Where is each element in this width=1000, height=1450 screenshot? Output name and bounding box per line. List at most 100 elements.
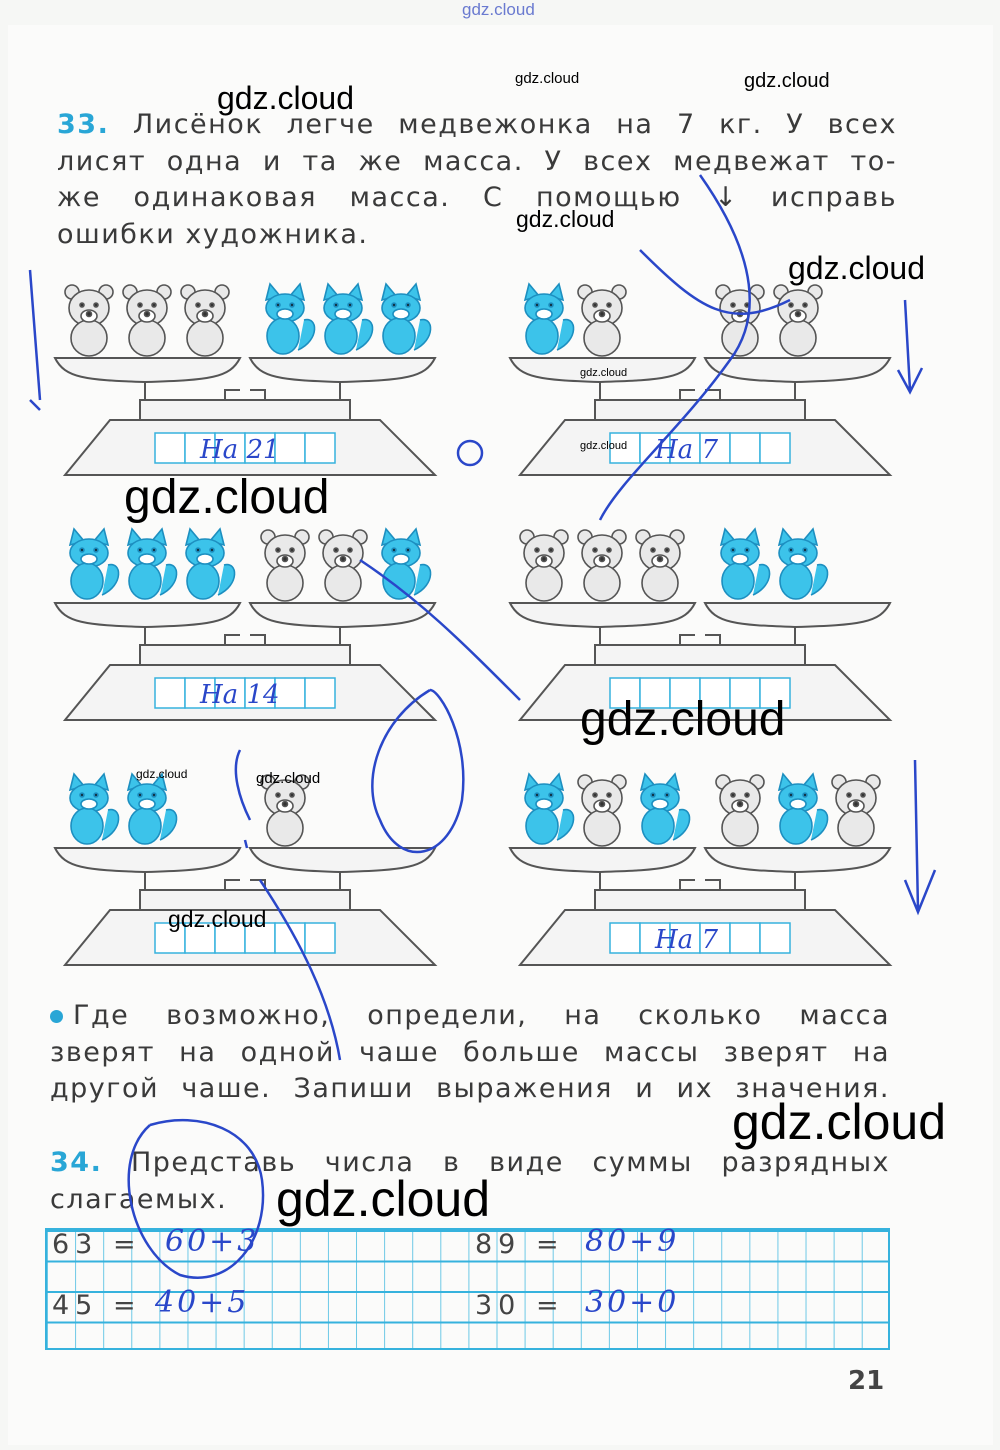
display-cell	[759, 432, 791, 464]
fox-cub-icon	[322, 282, 374, 355]
balance-scale-5	[50, 760, 450, 970]
text-line: Где возможно, определи, на сколько масса	[73, 1000, 890, 1031]
watermark: gdz.cloud	[580, 367, 628, 379]
fox-cub-icon	[126, 772, 178, 845]
fox-cub-icon	[719, 527, 771, 600]
left-pan	[53, 602, 242, 629]
scale-answer: На 7	[654, 435, 718, 465]
display-cell	[184, 432, 216, 464]
fox-cub-icon	[68, 772, 120, 845]
fox-cub-icon	[777, 527, 829, 600]
fox-cub-icon	[126, 527, 178, 600]
balance-scale-2: На 7	[505, 270, 905, 480]
watermark: gdz.cloud	[276, 1171, 491, 1227]
answer-89: 80+9	[585, 1224, 680, 1259]
display-cell	[154, 677, 186, 709]
bear-cub-icon	[577, 529, 627, 602]
fox-cub-icon	[68, 527, 120, 600]
header-watermark: gdz.cloud	[462, 0, 535, 19]
bear-cub-icon	[635, 529, 685, 602]
bear-cub-icon	[180, 284, 230, 357]
bear-cub-icon	[577, 284, 627, 357]
watermark: gdz.cloud	[217, 80, 354, 116]
watermark: gdz.cloud	[124, 471, 330, 524]
fox-cub-icon	[523, 282, 575, 355]
left-pan	[508, 847, 697, 874]
fox-cub-icon	[380, 527, 432, 600]
display-cell	[214, 922, 246, 954]
task-33-text: 33. Лисёнок легче медвежонка на 7 кг. У …	[57, 107, 897, 253]
page-number: 21	[848, 1366, 885, 1396]
fox-cub-icon	[184, 527, 236, 600]
text-line: Представь числа в виде суммы разрядных	[130, 1147, 890, 1178]
scale-answer: На 21	[199, 435, 280, 465]
right-pan	[703, 357, 892, 384]
display-cell	[729, 922, 761, 954]
display-cell	[184, 922, 216, 954]
bear-cub-icon	[715, 284, 765, 357]
answer-30: 30+0	[585, 1285, 680, 1320]
watermark: gdz.cloud	[732, 1094, 947, 1150]
display-cell	[244, 677, 276, 709]
display-cell	[699, 677, 731, 709]
watermark: gdz.cloud	[744, 70, 830, 92]
number-45: 45 =	[52, 1290, 142, 1321]
text-line: другой чаше. Запиши выражения и их значе…	[50, 1073, 890, 1104]
display-cell	[609, 677, 641, 709]
fox-cub-icon	[380, 282, 432, 355]
watermark: gdz.cloud	[168, 906, 267, 932]
text-line: зверят на одной чаше больше массы зверят…	[50, 1036, 890, 1068]
number-63: 63 =	[52, 1229, 142, 1260]
right-pan	[703, 602, 892, 629]
display-cell	[304, 677, 336, 709]
fox-cub-icon	[639, 772, 691, 845]
task-number: 34.	[50, 1147, 103, 1178]
bear-cub-icon	[260, 529, 310, 602]
display-cell	[669, 677, 701, 709]
display-cell	[244, 432, 276, 464]
left-pan	[53, 357, 242, 384]
answer-63: 60+3	[165, 1224, 260, 1259]
watermark: gdz.cloud	[136, 767, 188, 781]
scale-answer: На 7	[654, 925, 718, 955]
watermark: gdz.cloud	[580, 693, 786, 746]
fox-cub-icon	[523, 772, 575, 845]
text-line: лисят одна и та же масса. У всех медвежа…	[57, 145, 897, 177]
left-pan	[508, 602, 697, 629]
bullet-icon	[50, 1010, 63, 1023]
fox-cub-icon	[264, 282, 316, 355]
balance-scale-6: На 7	[505, 760, 905, 970]
display-cell	[154, 432, 186, 464]
bear-cub-icon	[318, 529, 368, 602]
text-line: же одинаковая масса. С помощью ↓ исправь	[57, 182, 897, 213]
bear-cub-icon	[773, 284, 823, 357]
text-line: Лисёнок легче медвежонка на 7 кг. У всех	[132, 109, 897, 140]
bullet-task-text: Где возможно, определи, на сколько масса…	[50, 998, 890, 1108]
bear-cub-icon	[122, 284, 172, 357]
watermark: gdz.cloud	[516, 206, 615, 232]
left-pan	[53, 847, 242, 874]
watermark: gdz.cloud	[580, 440, 628, 452]
balance-scale-1: На 21	[50, 270, 450, 480]
bear-cub-icon	[577, 774, 627, 847]
text-line: ошибки художника.	[57, 218, 369, 250]
display-cell	[304, 432, 336, 464]
display-cell	[759, 677, 791, 709]
display-cell	[304, 922, 336, 954]
watermark: gdz.cloud	[515, 70, 580, 87]
display-cell	[759, 922, 791, 954]
task-number: 33.	[57, 109, 110, 140]
display-cell	[639, 677, 671, 709]
display-cell	[274, 922, 306, 954]
watermark: gdz.cloud	[256, 770, 321, 787]
bear-cub-icon	[831, 774, 881, 847]
scale-answer: На 14	[199, 680, 280, 710]
balance-scale-4	[505, 515, 905, 725]
display-cell	[729, 432, 761, 464]
display-cell	[184, 677, 216, 709]
bear-cub-icon	[260, 774, 310, 847]
fox-cub-icon	[777, 772, 829, 845]
bear-cub-icon	[715, 774, 765, 847]
right-pan	[703, 847, 892, 874]
display-cell	[214, 432, 246, 464]
